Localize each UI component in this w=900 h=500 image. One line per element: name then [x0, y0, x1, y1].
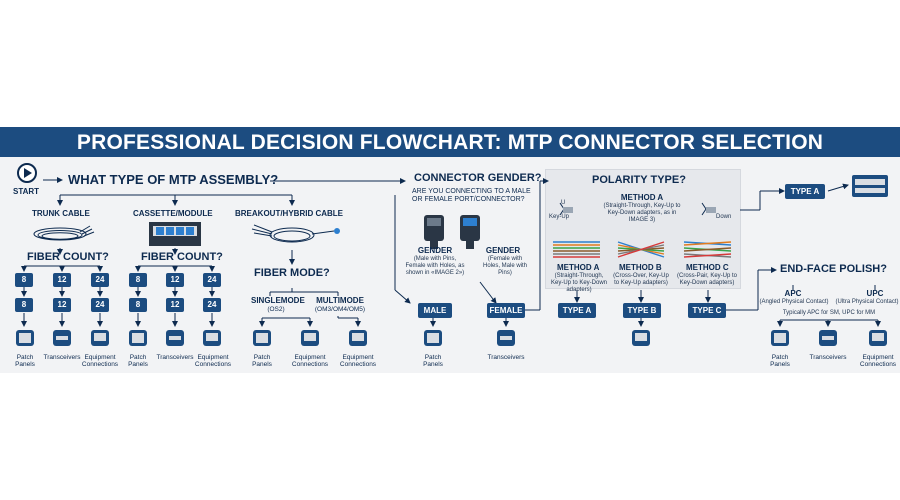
type-a-button[interactable]: TYPE A — [558, 303, 596, 318]
method-a-top-desc: (Straight-Through, Key-Up to Key-Down ad… — [603, 203, 681, 223]
multimode-label: MULTIMODE — [316, 296, 364, 305]
gender-question-text: ARE YOU CONNECTING TO A MALE OR FEMALE P… — [412, 188, 531, 203]
polish-note: Typically APC for SM, UPC for MM — [782, 310, 876, 316]
down-label: Down — [716, 214, 732, 220]
endpoint-label: Transceivers — [43, 354, 81, 361]
male-button[interactable]: MALE — [418, 303, 452, 318]
endpoint-label: Transceivers — [487, 354, 525, 361]
endpoint-label: Equipment Connections — [291, 354, 329, 369]
title-banner — [0, 127, 900, 157]
start-label: START — [13, 187, 40, 196]
count-badge[interactable]: 12 — [166, 273, 184, 287]
assembly-question: WHAT TYPE OF MTP ASSEMBLY? — [68, 172, 279, 187]
type-b-button[interactable]: TYPE B — [623, 303, 661, 318]
type-c-button[interactable]: TYPE C — [688, 303, 726, 318]
apc-desc: (Angled Physical Contact) — [759, 299, 829, 305]
count-badge[interactable]: 12 — [53, 273, 71, 287]
endpoint-label: Equipment Connections — [859, 354, 897, 369]
endpoint-label: Equipment Connections — [81, 354, 119, 369]
upc-desc: (Ultra Physical Contact) — [835, 299, 899, 305]
count-badge[interactable]: 24 — [203, 298, 221, 312]
cassette-module-label: CASSETTE/MODULE — [133, 209, 213, 218]
upc-label: UPC — [866, 289, 884, 298]
polarity-title: POLARITY TYPE? — [592, 174, 686, 186]
key-up-short-label: U — [561, 200, 566, 206]
count-badge[interactable]: 12 — [53, 298, 71, 312]
method-a-top-title: METHOD A — [620, 193, 664, 202]
count-badge[interactable]: 8 — [129, 273, 147, 287]
polarity-panel — [545, 169, 741, 289]
singlemode-label: SINGLEMODE — [251, 296, 305, 305]
endpoint-label: Transceivers — [809, 354, 847, 361]
type-a-top-button[interactable]: TYPE A — [785, 184, 825, 199]
method-a-title: METHOD A — [557, 263, 600, 272]
apc-label: APC — [784, 289, 802, 298]
fiber-mode-label: FIBER MODE? — [254, 267, 330, 279]
endpoint-label: Patch Panels — [252, 354, 272, 369]
count-badge[interactable]: 8 — [15, 273, 33, 287]
count-badge[interactable]: 8 — [15, 298, 33, 312]
method-b-desc: (Cross-Over, Key-Up to Key-Up adapters) — [613, 273, 669, 286]
singlemode-sub: (OS2) — [267, 306, 285, 313]
endpoint-label: Transceivers — [156, 354, 194, 361]
endpoint-label: Patch Panels — [770, 354, 790, 369]
count-badge[interactable]: 24 — [91, 298, 109, 312]
method-c-title: METHOD C — [686, 263, 729, 272]
endpoint-label: Patch Panels — [128, 354, 148, 369]
method-b-title: METHOD B — [619, 263, 662, 272]
gender-right-title: GENDER — [485, 246, 521, 255]
gender-question-title: CONNECTOR GENDER? — [414, 172, 542, 184]
gender-left-desc: (Male with Pins, Female with Holes, as s… — [405, 256, 465, 276]
gender-right-desc: (Female with Holes, Male with Pins) — [482, 256, 527, 276]
breakout-cable-label: BREAKOUT/HYBRID CABLE — [235, 209, 343, 218]
method-a-desc: (Straight-Through, Key-Up to Key-Down ad… — [550, 273, 608, 293]
count-badge[interactable]: 24 — [203, 273, 221, 287]
count-badge[interactable]: 12 — [166, 298, 184, 312]
trunk-cable-label: TRUNK CABLE — [32, 209, 90, 218]
page-title: PROFESSIONAL DECISION FLOWCHART: MTP CON… — [76, 131, 824, 154]
fiber-count-label-trunk: FIBER COUNT? — [27, 251, 109, 263]
gender-left-title: GENDER — [417, 246, 453, 255]
key-up-label: Key-Up — [549, 214, 570, 220]
endpoint-label: Equipment Connections — [339, 354, 377, 369]
multimode-sub: (OM3/OM4/OM5) — [314, 306, 366, 313]
endpoint-label: Patch Panels — [15, 354, 35, 369]
female-button[interactable]: FEMALE — [487, 303, 525, 318]
endpoint-label: Equipment Connections — [194, 354, 232, 369]
fiber-count-label-cassette: FIBER COUNT? — [141, 251, 223, 263]
count-badge[interactable]: 24 — [91, 273, 109, 287]
flowchart-panel — [0, 157, 900, 373]
method-c-desc: (Cross-Pair, Key-Up to Key-Down adapters… — [676, 273, 737, 286]
endpoint-label: Patch Panels — [423, 354, 443, 369]
polish-title: END-FACE POLISH? — [780, 263, 887, 275]
count-badge[interactable]: 8 — [129, 298, 147, 312]
